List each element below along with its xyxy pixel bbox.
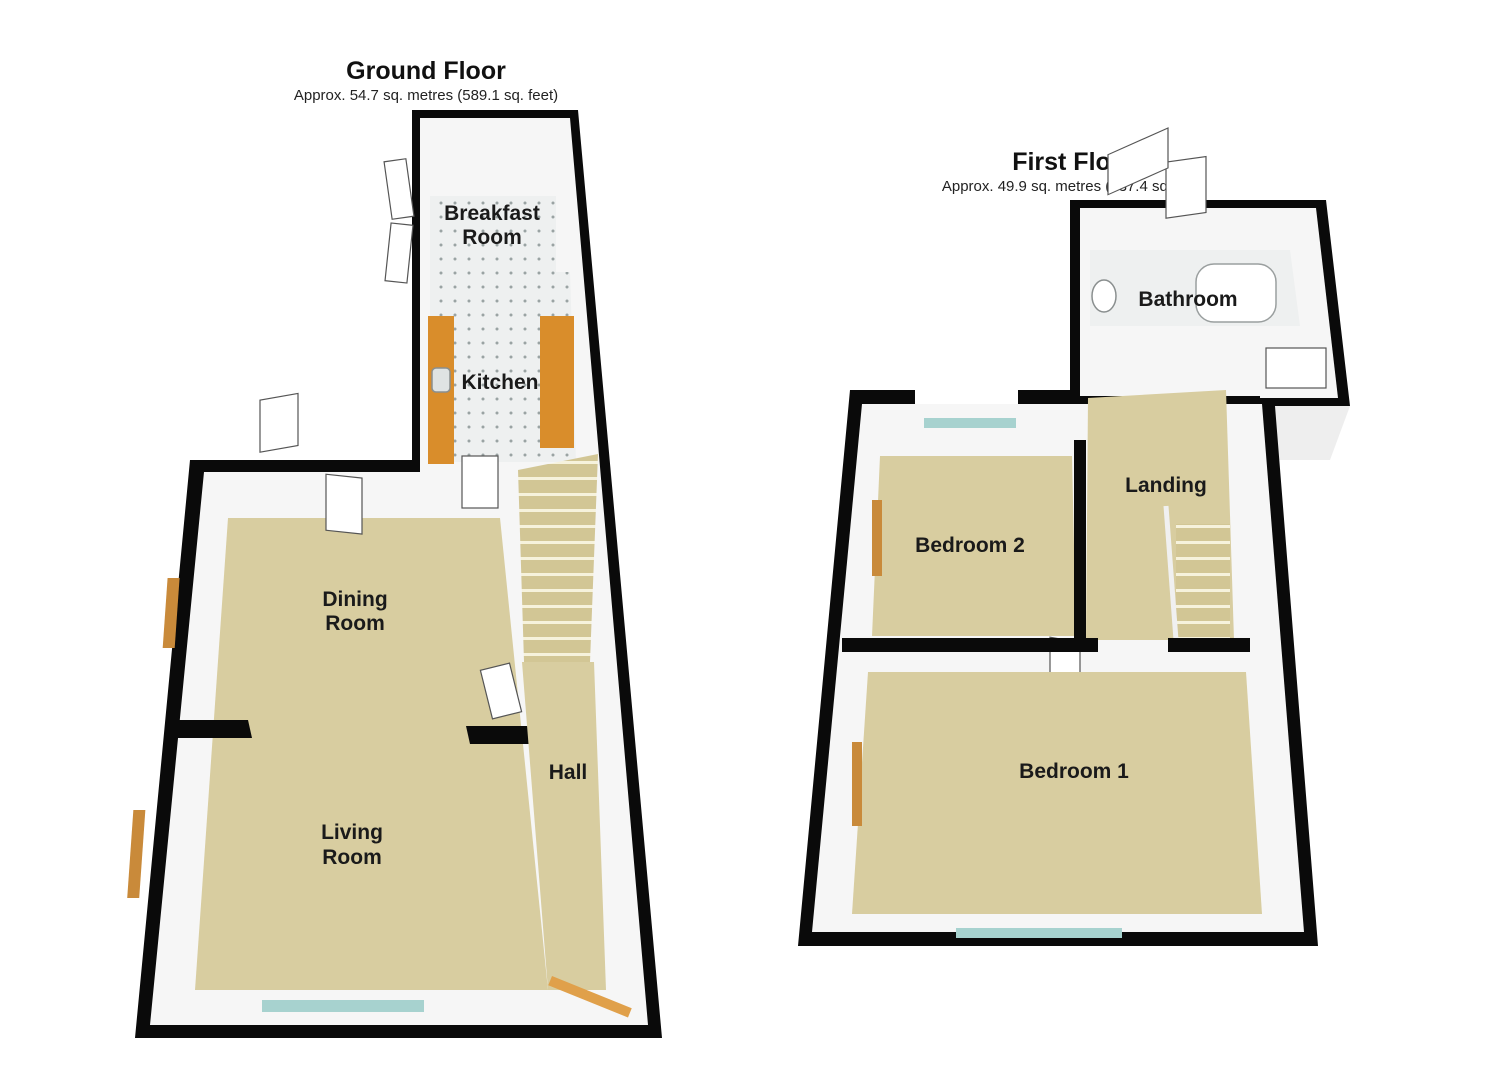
bedroom-1-window	[956, 928, 1122, 938]
bedroom-1-label: Bedroom 1	[1019, 760, 1129, 783]
bathroom-door-icon	[1165, 155, 1207, 219]
breakfast-room-label-line-2: Room	[462, 226, 522, 249]
bedroom-1-floor	[852, 672, 1262, 914]
dining-french-door-left-icon	[259, 392, 299, 453]
kitchen-floor	[430, 272, 576, 462]
bedroom-1-door-icon	[1107, 127, 1169, 196]
bedroom-1-top-wall-left	[842, 638, 1098, 652]
dining-french-door-right-icon	[325, 473, 363, 535]
dining-fireplace-icon	[162, 578, 180, 648]
stair-banister	[1163, 505, 1179, 641]
hall-door-icon	[479, 662, 523, 720]
dining-living-floor	[195, 518, 548, 990]
kitchen-worktop-right	[540, 316, 574, 448]
ground-floor: Ground Floor Approx. 54.7 sq. metres (58…	[127, 57, 662, 1038]
bedroom-2-floor	[872, 456, 1076, 636]
dining-room-label-line-1: Dining	[322, 588, 387, 611]
dining-living-partition-left	[176, 720, 252, 738]
living-room-label: Living Room	[321, 821, 383, 869]
bathroom-shadow	[1258, 406, 1350, 460]
breakfast-room-floor	[430, 196, 556, 272]
living-fireplace-icon	[127, 810, 146, 898]
breakfast-door-icon	[383, 158, 415, 220]
toilet-icon	[1091, 279, 1117, 313]
hall-label: Hall	[549, 761, 588, 784]
kitchen-sink-icon	[431, 367, 451, 393]
breakfast-room-label: Breakfast Room	[444, 202, 540, 249]
living-room-label-line-2: Room	[322, 846, 382, 869]
cupboard-door-icon	[1265, 347, 1327, 389]
ground-floor-title: Ground Floor	[346, 57, 506, 85]
living-room-window	[262, 1000, 424, 1012]
bedroom-2-window	[924, 418, 1016, 428]
dining-room-label-line-2: Room	[325, 612, 385, 635]
bath-icon	[1195, 263, 1277, 323]
kitchen-label: Kitchen	[461, 371, 538, 394]
first-floor-stairs	[1176, 524, 1230, 640]
first-floor: First Floor Approx. 49.9 sq. metres (537…	[798, 127, 1350, 946]
bedroom-2-landing-partition	[1074, 440, 1086, 640]
landing-label: Landing	[1125, 474, 1207, 497]
dining-room-label: Dining Room	[322, 588, 387, 635]
bedroom-1-fireplace-icon	[852, 742, 862, 826]
first-floor-area: Approx. 49.9 sq. metres (537.4 sq. feet)	[942, 178, 1206, 195]
front-door-icon	[548, 976, 632, 1018]
living-room-label-line-1: Living	[321, 821, 383, 844]
breakfast-door-icon-2	[384, 222, 414, 284]
dining-living-partition-right	[466, 726, 532, 744]
ground-stairs	[518, 454, 598, 662]
bedroom-2-label: Bedroom 2	[915, 534, 1025, 557]
bedroom-1-top-wall-right	[1168, 638, 1250, 652]
breakfast-room-label-line-1: Breakfast	[444, 202, 540, 225]
ground-floor-area: Approx. 54.7 sq. metres (589.1 sq. feet)	[294, 87, 558, 104]
hall-floor	[522, 662, 606, 990]
bathroom-label: Bathroom	[1138, 288, 1237, 311]
kitchen-door-icon	[461, 455, 499, 509]
bedroom-2-fireplace-icon	[872, 500, 882, 576]
